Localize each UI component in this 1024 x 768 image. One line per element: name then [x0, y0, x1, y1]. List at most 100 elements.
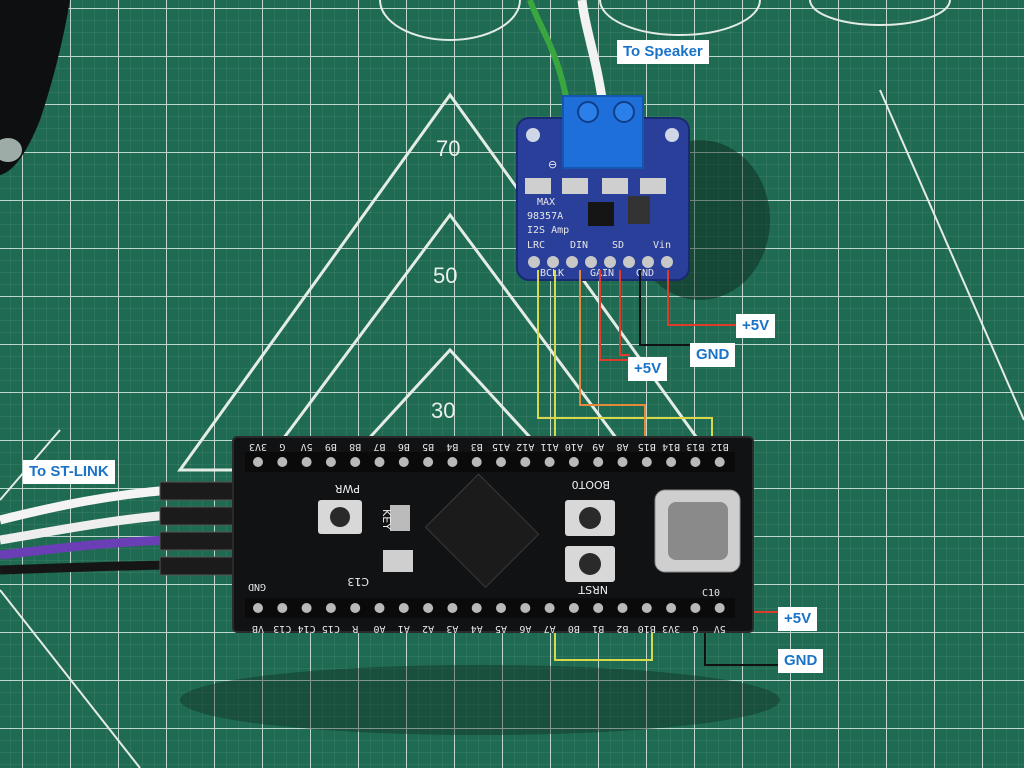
top-header-pin-dot	[471, 457, 482, 467]
amp-pin-gnd: GND	[636, 268, 654, 279]
label-board-5v: +5V	[778, 607, 818, 631]
top-header-pin-dot	[714, 457, 725, 467]
bottom-header-pin-dot	[350, 603, 361, 613]
bottom-header-pin-label: B0	[568, 623, 580, 634]
mcu-chip	[424, 473, 540, 588]
top-header-pin-label: A9	[592, 441, 604, 452]
top-header-pin-label: B9	[325, 441, 337, 452]
bottom-header-pin-dot	[423, 603, 434, 613]
bottom-header-pin-label: C14	[298, 623, 316, 634]
bottom-header-pin-label: A2	[422, 623, 434, 634]
label-to-speaker: To Speaker	[617, 40, 709, 64]
bottom-header-pin-label: G	[692, 623, 698, 634]
amp-label-max: MAX	[537, 197, 555, 208]
top-header-pin-dot	[447, 457, 458, 467]
bottom-header-pin-label: C15	[322, 623, 340, 634]
top-header-pin-label: B14	[662, 441, 680, 452]
top-header-pin-label: 3V3	[249, 441, 267, 452]
label-pwr: PWR	[334, 482, 360, 495]
top-header-pin-label: A8	[616, 441, 628, 452]
label-boot0: BOOT0	[572, 478, 610, 491]
bottom-header-pin-label: A3	[446, 623, 458, 634]
top-header-pin-label: A11	[541, 441, 559, 452]
amp-pin-sd: SD	[612, 240, 624, 251]
bottom-header-pin-dot	[301, 603, 312, 613]
bottom-header-pin-label: B1	[592, 623, 604, 634]
amp-chip	[588, 202, 614, 226]
top-header-pin-label: A12	[516, 441, 534, 452]
bottom-header-pin-label: B10	[638, 623, 656, 634]
label-key: KEY	[380, 509, 393, 530]
top-header-pin-dot	[641, 457, 652, 467]
bottom-header-pin-label: B2	[616, 623, 628, 634]
top-header-pin-dot	[593, 457, 604, 467]
top-header-pin-dot	[398, 457, 409, 467]
mat-diagonal	[879, 89, 1024, 421]
bottom-header-pin-label: C13	[273, 623, 291, 634]
bottom-header-pin-dot	[277, 603, 288, 613]
top-header-pin-label: B3	[471, 441, 483, 452]
top-header-pin-dot	[690, 457, 701, 467]
bottom-header-pin-dot	[690, 603, 701, 613]
top-header-pin-label: B6	[398, 441, 410, 452]
top-header-pin-dot	[520, 457, 531, 467]
bottom-header-pin-dot	[325, 603, 336, 613]
bottom-header-pin-label: A0	[373, 623, 385, 634]
bottom-header-pin-dot	[520, 603, 531, 613]
bottom-header-pin-label: A1	[398, 623, 410, 634]
amp-pin-gain: GAIN	[590, 268, 614, 279]
bottom-header-pin-dot	[496, 603, 506, 613]
crystal	[383, 550, 413, 572]
bottom-header-pin-dot	[617, 603, 628, 613]
bottom-header-pin-dot	[641, 603, 652, 613]
top-header-pin-dot	[423, 457, 434, 467]
terminal-minus-mark: ⊖	[548, 158, 557, 171]
bottom-header-pin-label: A7	[544, 623, 556, 634]
mat-arc	[379, 0, 521, 41]
amp-board: ⊖ MAX 98357A I2S Amp LRC DIN SD Vin BCLK…	[516, 95, 690, 281]
label-board-gnd: GND	[778, 649, 824, 673]
speaker-object	[0, 0, 70, 175]
top-header-pin-dot	[617, 457, 628, 467]
bottom-header-pin-label: A4	[471, 623, 483, 634]
bottom-header-pin-label: A5	[495, 623, 507, 634]
bottom-header-pin-label: 5V	[714, 623, 726, 634]
mount-hole	[665, 128, 679, 142]
label-c10: C10	[702, 588, 720, 599]
top-header-pin-label: B5	[422, 441, 434, 452]
bottom-header-pin-dot	[471, 603, 482, 613]
angle-mark-70: 70	[436, 136, 460, 161]
label-amp-gnd: GND	[690, 343, 736, 367]
bottom-header-pin-dot	[714, 603, 725, 613]
top-header-pin-label: G	[279, 441, 285, 452]
mat-arc	[599, 0, 761, 36]
bottom-header-pin-dot	[374, 603, 385, 613]
bottom-header-pin-label: A6	[519, 623, 531, 634]
angle-mark-50: 50	[433, 263, 457, 288]
label-gnd: GND	[248, 581, 266, 592]
top-header-pin-dot	[544, 457, 555, 467]
mat-diagonal	[0, 589, 141, 768]
top-header-pin-label: B15	[638, 441, 656, 452]
amp-pin-lrc: LRC	[527, 240, 545, 251]
top-header-pin-label: A10	[565, 441, 583, 452]
top-header-pin-label: B13	[686, 441, 704, 452]
label-nrst: NRST	[578, 583, 608, 596]
label-to-stlink: To ST-LINK	[23, 460, 115, 484]
label-c13: C13	[347, 575, 369, 588]
bottom-header-pin-dot	[253, 603, 263, 613]
angle-mark-30: 30	[431, 398, 455, 423]
bottom-header-pin-dot	[593, 603, 604, 613]
amp-label-part: 98357A	[527, 211, 563, 222]
top-header-pin-dot	[374, 457, 385, 467]
amp-pin-din: DIN	[570, 240, 588, 251]
label-amp-vin-5v: +5V	[736, 314, 776, 338]
mount-hole	[526, 128, 540, 142]
bottom-header-pin-dot	[544, 603, 555, 613]
stlink-wires	[0, 485, 171, 575]
top-header-pin-dot	[253, 457, 263, 467]
top-header-pin-dot	[325, 457, 336, 467]
